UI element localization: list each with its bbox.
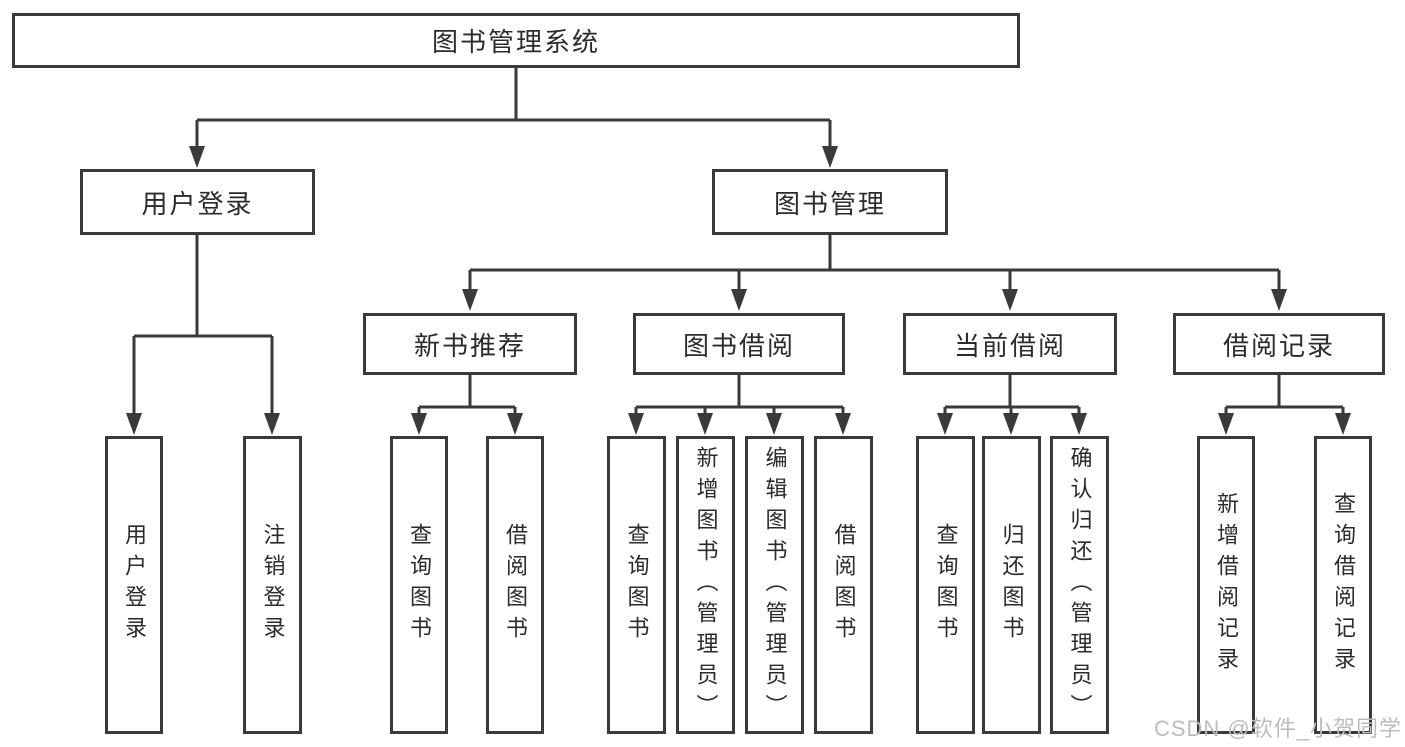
leaf-user-login: 用户登录: [105, 436, 163, 734]
leaf-return-books: 归还图书: [982, 436, 1041, 734]
node-label: 查询借阅记录: [1331, 492, 1356, 678]
node-label: 借阅图书: [831, 523, 857, 647]
leaf-borrow-books: 借阅图书: [814, 436, 873, 734]
leaf-add-borrow-record: 新增借阅记录: [1197, 436, 1255, 734]
leaf-borrow-books-recommend: 借阅图书: [486, 436, 544, 734]
node-label: 图书借阅: [682, 330, 795, 361]
node-label: 用户登录: [141, 188, 254, 219]
node-label: 新书推荐: [413, 330, 526, 361]
leaf-query-books-recommend: 查询图书: [390, 436, 448, 734]
node-new-book-recommendation: 新书推荐: [363, 313, 577, 375]
node-label: 图书管理: [773, 188, 886, 219]
node-label: 借阅图书: [503, 523, 528, 647]
leaf-query-books-current: 查询图书: [916, 436, 975, 734]
node-label: 新增图书（管理员）: [693, 445, 719, 725]
node-label: 注销登录: [260, 523, 286, 647]
node-label: 归还图书: [999, 523, 1025, 647]
node-label: 当前借阅: [953, 330, 1066, 361]
leaf-edit-book-admin: 编辑图书（管理员）: [745, 436, 804, 734]
node-label: 图书管理系统: [431, 27, 600, 57]
leaf-confirm-return-admin: 确认归还（管理员）: [1050, 436, 1109, 734]
leaf-logout: 注销登录: [243, 436, 302, 734]
node-label: 查询图书: [407, 523, 432, 647]
node-user-login: 用户登录: [80, 169, 315, 235]
node-label: 借阅记录: [1222, 330, 1335, 361]
leaf-add-book-admin: 新增图书（管理员）: [676, 436, 735, 734]
node-label: 编辑图书（管理员）: [762, 445, 788, 725]
leaf-query-borrow-record: 查询借阅记录: [1314, 436, 1372, 734]
node-label: 新增借阅记录: [1214, 492, 1239, 678]
node-label: 查询图书: [624, 523, 650, 647]
node-current-borrowing: 当前借阅: [903, 313, 1117, 375]
node-library-management-system: 图书管理系统: [12, 13, 1020, 68]
node-borrowing-records: 借阅记录: [1173, 313, 1385, 375]
node-label: 用户登录: [122, 523, 147, 647]
node-label: 确认归还（管理员）: [1067, 445, 1093, 725]
node-label: 查询图书: [933, 523, 959, 647]
node-book-borrowing: 图书借阅: [633, 313, 845, 375]
node-book-management: 图书管理: [712, 169, 948, 235]
leaf-query-books-borrowing: 查询图书: [607, 436, 666, 734]
